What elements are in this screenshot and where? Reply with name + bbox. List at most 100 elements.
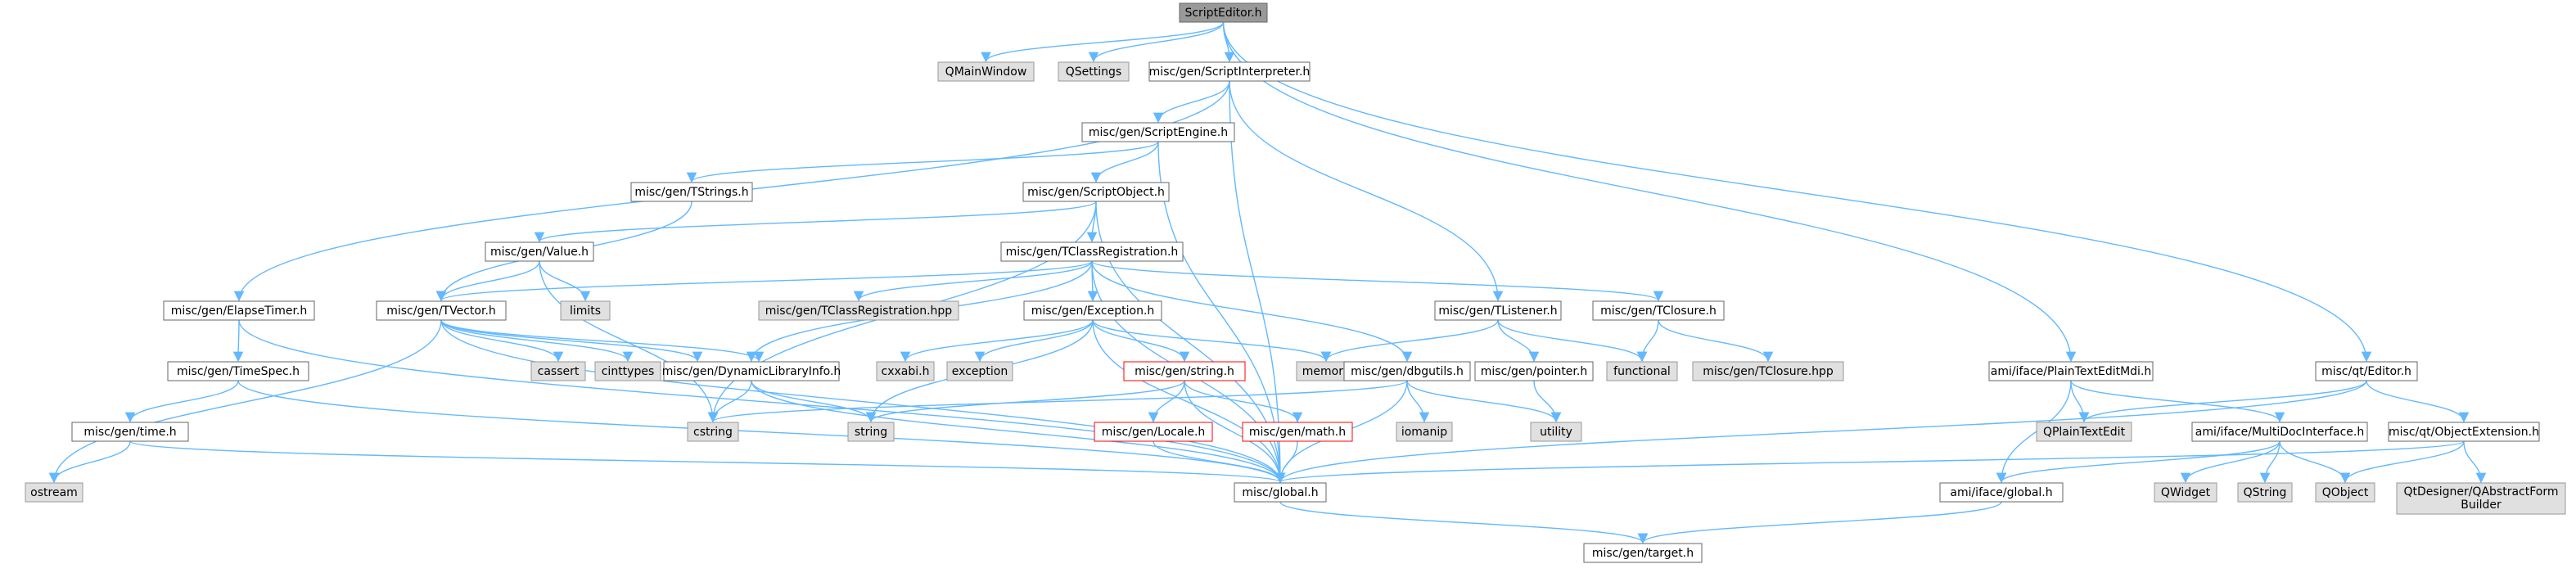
node-box bbox=[594, 361, 661, 381]
node-box bbox=[71, 422, 189, 442]
node-tstrings[interactable]: misc/gen/TStrings.h bbox=[630, 182, 753, 202]
node-timespec[interactable]: misc/gen/TimeSpec.h bbox=[167, 361, 309, 381]
edge-value-to-cstring bbox=[539, 260, 719, 423]
edge-objext-to-global bbox=[1275, 440, 2465, 484]
node-genstring[interactable]: misc/gen/string.h bbox=[1123, 361, 1246, 381]
node-tclassreg[interactable]: misc/gen/TClassRegistration.h bbox=[1000, 241, 1184, 262]
node-tlistener[interactable]: misc/gen/TListener.h bbox=[1434, 300, 1562, 321]
node-label: ami/iface/global.h bbox=[1950, 486, 2052, 499]
edge-tclassreg-to-tclosure bbox=[1091, 260, 1663, 302]
node-label: QString bbox=[2244, 486, 2287, 499]
node-objext[interactable]: misc/qt/ObjectExtension.h bbox=[2388, 422, 2540, 442]
edge-scriptobject-to-value bbox=[535, 201, 1097, 243]
node-label: misc/gen/ScriptObject.h bbox=[1027, 186, 1165, 199]
node-label: QWidget bbox=[2161, 486, 2211, 499]
node-pointer[interactable]: misc/gen/pointer.h bbox=[1474, 361, 1594, 381]
node-label: ami/iface/PlainTextEditMdi.h bbox=[1991, 365, 2152, 378]
node-label: misc/gen/TClosure.hpp bbox=[1703, 365, 1834, 378]
node-tclosure[interactable]: misc/gen/TClosure.h bbox=[1592, 300, 1725, 321]
edge-plaintexteditmdi-to-multidoc bbox=[2070, 380, 2285, 423]
node-amiglobal[interactable]: ami/iface/global.h bbox=[1939, 482, 2064, 503]
node-target[interactable]: misc/gen/target.h bbox=[1583, 543, 1703, 563]
node-value[interactable]: misc/gen/Value.h bbox=[485, 241, 594, 262]
edge-exception-to-exceptionstd bbox=[974, 319, 1094, 363]
node-box bbox=[2315, 361, 2418, 381]
edge-exception-to-cxxabi bbox=[900, 319, 1094, 363]
edge-tlistener-to-functional bbox=[1497, 319, 1648, 363]
node-box bbox=[1583, 543, 1703, 563]
node-label: misc/gen/ScriptEngine.h bbox=[1089, 126, 1228, 139]
edge-scripteditor-to-qsettings bbox=[1088, 21, 1225, 63]
node-iomanip: iomanip bbox=[1396, 422, 1453, 442]
node-string: string bbox=[847, 422, 895, 442]
edge-multidoc-to-amiglobal bbox=[1996, 440, 2281, 484]
node-box bbox=[2388, 422, 2540, 442]
node-cxxabi: cxxabi.h bbox=[876, 361, 935, 381]
edge-scriptengine-to-tstrings bbox=[686, 141, 1159, 183]
node-box bbox=[167, 361, 309, 381]
node-scriptinterpreter[interactable]: misc/gen/ScriptInterpreter.h bbox=[1148, 61, 1311, 82]
node-scriptobject[interactable]: misc/gen/ScriptObject.h bbox=[1022, 182, 1170, 202]
edge-tclassreg-to-tclassreghpp bbox=[853, 260, 1093, 302]
edge-tclosure-to-tclosurehpp bbox=[1658, 319, 1774, 363]
node-label: misc/gen/TimeSpec.h bbox=[177, 365, 300, 378]
node-scriptengine[interactable]: misc/gen/ScriptEngine.h bbox=[1081, 122, 1235, 142]
node-qwidget: QWidget bbox=[2154, 482, 2217, 503]
node-exception[interactable]: misc/gen/Exception.h bbox=[1023, 300, 1162, 321]
edge-gentime-to-global bbox=[129, 440, 1285, 484]
node-tclosurehpp: misc/gen/TClosure.hpp bbox=[1692, 361, 1844, 381]
node-label: misc/global.h bbox=[1242, 486, 1318, 499]
node-utility: utility bbox=[1530, 422, 1582, 442]
edge-value-to-tvector bbox=[435, 260, 540, 302]
node-box bbox=[1123, 361, 1246, 381]
graph-edges bbox=[48, 21, 2487, 544]
node-ostream: ostream bbox=[25, 482, 83, 503]
node-gentime[interactable]: misc/gen/time.h bbox=[71, 422, 189, 442]
node-box bbox=[485, 241, 594, 262]
node-scripteditor[interactable]: ScriptEditor.h bbox=[1179, 2, 1268, 23]
node-cassert: cassert bbox=[530, 361, 586, 381]
node-label: QObject bbox=[2322, 486, 2369, 499]
edge-locale-to-global bbox=[1153, 440, 1286, 484]
node-box bbox=[937, 61, 1035, 82]
node-box bbox=[1343, 361, 1471, 381]
edge-tclosure-to-functional bbox=[1636, 319, 1659, 363]
node-label: misc/gen/Locale.h bbox=[1102, 426, 1206, 439]
edge-tlistener-to-pointer bbox=[1497, 319, 1540, 363]
node-box bbox=[1988, 361, 2154, 381]
node-locale[interactable]: misc/gen/Locale.h bbox=[1094, 422, 1213, 442]
node-label: functional bbox=[1613, 365, 1671, 378]
node-multidoc[interactable]: ami/iface/MultiDocInterface.h bbox=[2191, 422, 2368, 442]
node-label: misc/gen/string.h bbox=[1135, 365, 1234, 378]
node-dynlib[interactable]: misc/gen/DynamicLibraryInfo.h bbox=[662, 361, 841, 381]
edge-multidoc-to-qwidget bbox=[2180, 440, 2281, 484]
node-elapsetimer[interactable]: misc/gen/ElapseTimer.h bbox=[163, 300, 315, 321]
edge-global-to-target bbox=[1279, 501, 1649, 544]
edge-dbgutils-to-utility bbox=[1406, 380, 1562, 423]
node-box bbox=[1592, 300, 1725, 321]
node-qobject: QObject bbox=[2315, 482, 2375, 503]
node-genmath[interactable]: misc/gen/math.h bbox=[1242, 422, 1353, 442]
node-box bbox=[1474, 361, 1594, 381]
edge-genstring-to-genmath bbox=[1184, 380, 1303, 423]
node-box bbox=[1058, 61, 1130, 82]
edge-elapsetimer-to-global bbox=[238, 319, 1286, 484]
edge-exception-to-memory bbox=[1092, 319, 1332, 363]
node-label: QtDesigner/QAbstractForm bbox=[2404, 485, 2559, 499]
node-global[interactable]: misc/global.h bbox=[1234, 482, 1327, 503]
edge-tvector-to-cinttypes bbox=[440, 319, 634, 363]
node-plaintexteditmdi[interactable]: ami/iface/PlainTextEditMdi.h bbox=[1988, 361, 2154, 381]
node-box bbox=[663, 361, 840, 381]
edge-scriptinterpreter-to-scriptengine bbox=[1153, 80, 1230, 124]
node-qteditor[interactable]: misc/qt/Editor.h bbox=[2315, 361, 2418, 381]
node-label: misc/gen/TClassRegistration.hpp bbox=[765, 305, 953, 318]
node-box bbox=[1148, 61, 1311, 82]
node-dbgutils[interactable]: misc/gen/dbgutils.h bbox=[1343, 361, 1471, 381]
node-label: misc/qt/Editor.h bbox=[2321, 365, 2411, 378]
node-box bbox=[1396, 422, 1453, 442]
node-tvector[interactable]: misc/gen/TVector.h bbox=[376, 300, 507, 321]
node-box bbox=[1000, 241, 1184, 262]
node-label: ScriptEditor.h bbox=[1184, 7, 1261, 20]
